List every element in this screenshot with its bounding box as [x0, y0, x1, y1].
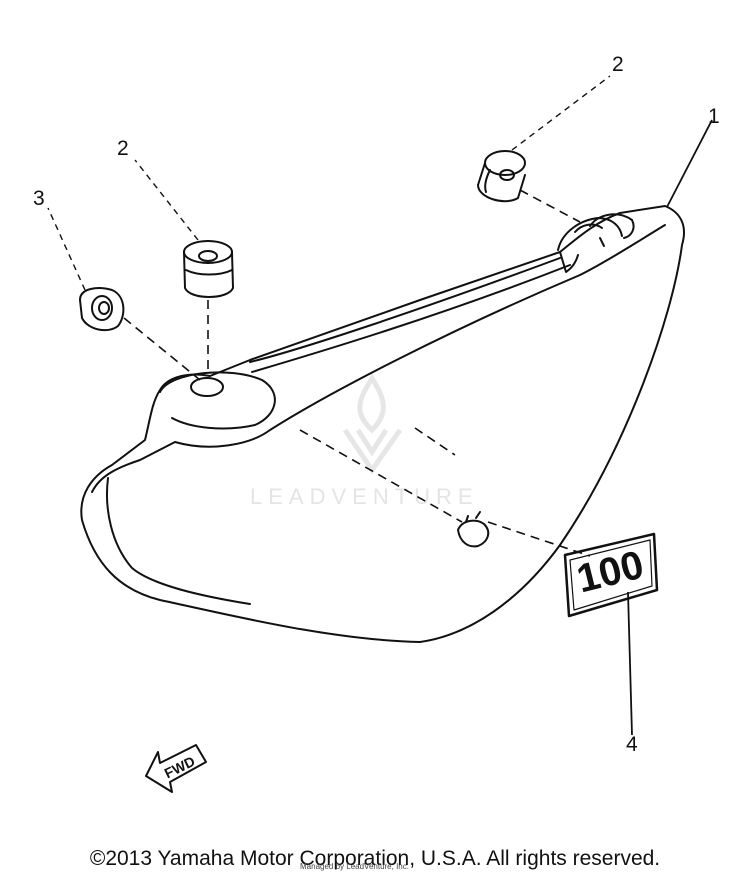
- grommet-part-3: [79, 287, 125, 332]
- callout-2-left: 2: [117, 137, 129, 160]
- callout-2-right: 2: [612, 53, 624, 76]
- callout-4: 4: [626, 733, 638, 756]
- callout-1: 1: [708, 105, 720, 128]
- grommet-part-2-right: [477, 150, 526, 203]
- fine-print: Managed by LeadVenture, Inc.: [300, 862, 409, 871]
- copyright-footer: ©2013 Yamaha Motor Corporation, U.S.A. A…: [89, 847, 661, 870]
- side-cover-part-1: [80, 205, 685, 643]
- emblem-plate-part-4: [563, 532, 659, 618]
- callout-3: 3: [33, 187, 45, 210]
- forward-arrow-icon: FWD: [145, 744, 207, 793]
- grommet-part-2-left: [183, 240, 234, 298]
- watermark-text: LEADVENTURE: [250, 484, 479, 509]
